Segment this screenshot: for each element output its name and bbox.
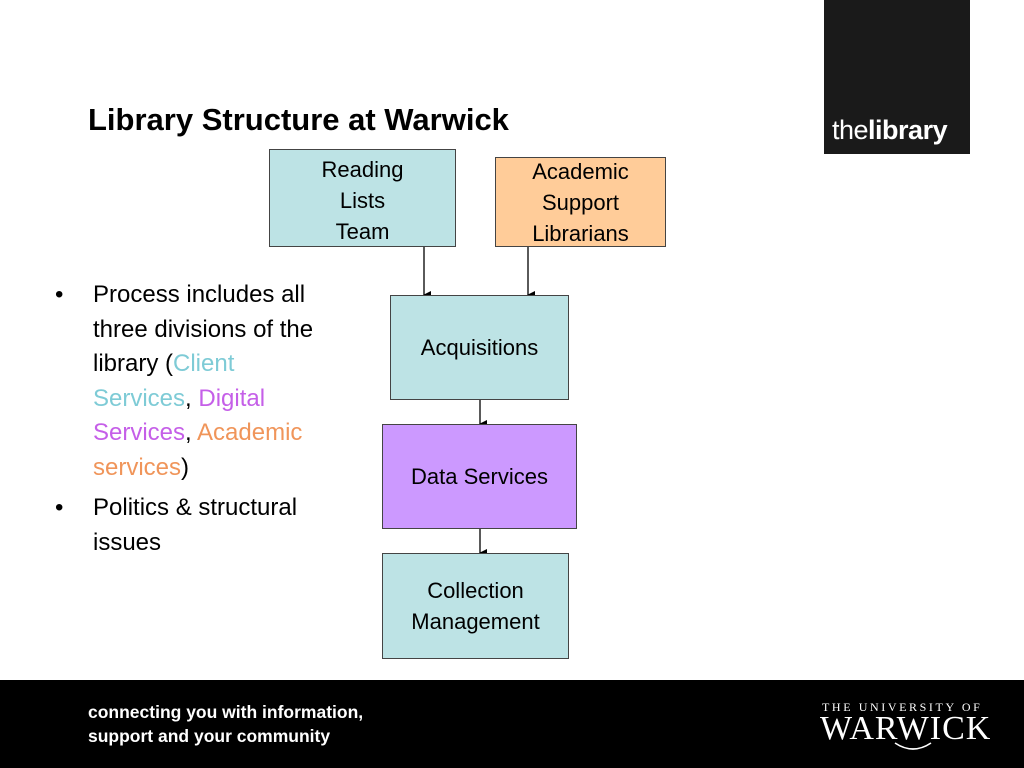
bullet-separator: , xyxy=(185,419,198,446)
logo-name: library xyxy=(868,115,948,145)
logo-text: thelibrary xyxy=(832,115,948,145)
acquisitions-box: Acquisitions xyxy=(390,295,569,400)
university-of-text: THE UNIVERSITY OF xyxy=(822,700,983,714)
logo-prefix: the xyxy=(832,115,869,145)
academic-support-librarians-box: Academic Support Librarians xyxy=(495,157,666,247)
the-library-logo: thelibrary xyxy=(824,0,970,154)
bullet-separator: , xyxy=(185,384,199,412)
data-services-box: Data Services xyxy=(382,424,577,529)
collection-management-label: Collection Management xyxy=(411,578,540,634)
slide-title: Library Structure at Warwick xyxy=(88,102,509,137)
digital-services-text: Digital Services xyxy=(93,384,266,447)
academic-services-text: Academic services xyxy=(93,419,303,481)
bullet-marker: • xyxy=(55,281,64,308)
reading-lists-team-label: Reading Lists Team xyxy=(321,157,404,244)
bullet-list: • Process includes all three divisions o… xyxy=(55,278,335,566)
bullet-close-paren: ) xyxy=(181,453,190,481)
acquisitions-label: Acquisitions xyxy=(420,335,539,360)
collection-management-box: Collection Management xyxy=(382,553,569,659)
academic-support-librarians-label: Academic Support Librarians xyxy=(532,158,629,246)
footer-tagline: connecting you with information, support… xyxy=(88,702,364,746)
bullet-politics-text: Politics & structural issues xyxy=(93,494,298,556)
data-services-label: Data Services xyxy=(411,464,548,489)
footer-bar: connecting you with information, support… xyxy=(0,680,1024,768)
bullet-marker: • xyxy=(55,494,64,521)
bullet-item-politics: • Politics & structural issues xyxy=(55,491,335,560)
bullet-process-intro: Process includes all three divisions of … xyxy=(93,281,314,377)
client-services-text: Client Services xyxy=(93,350,235,412)
bullet-item-process: • Process includes all three divisions o… xyxy=(55,278,335,485)
warwick-wordmark: WARWICK xyxy=(820,710,992,747)
warwick-swoosh-icon xyxy=(894,742,932,750)
reading-lists-team-box: Reading Lists Team xyxy=(269,149,456,247)
